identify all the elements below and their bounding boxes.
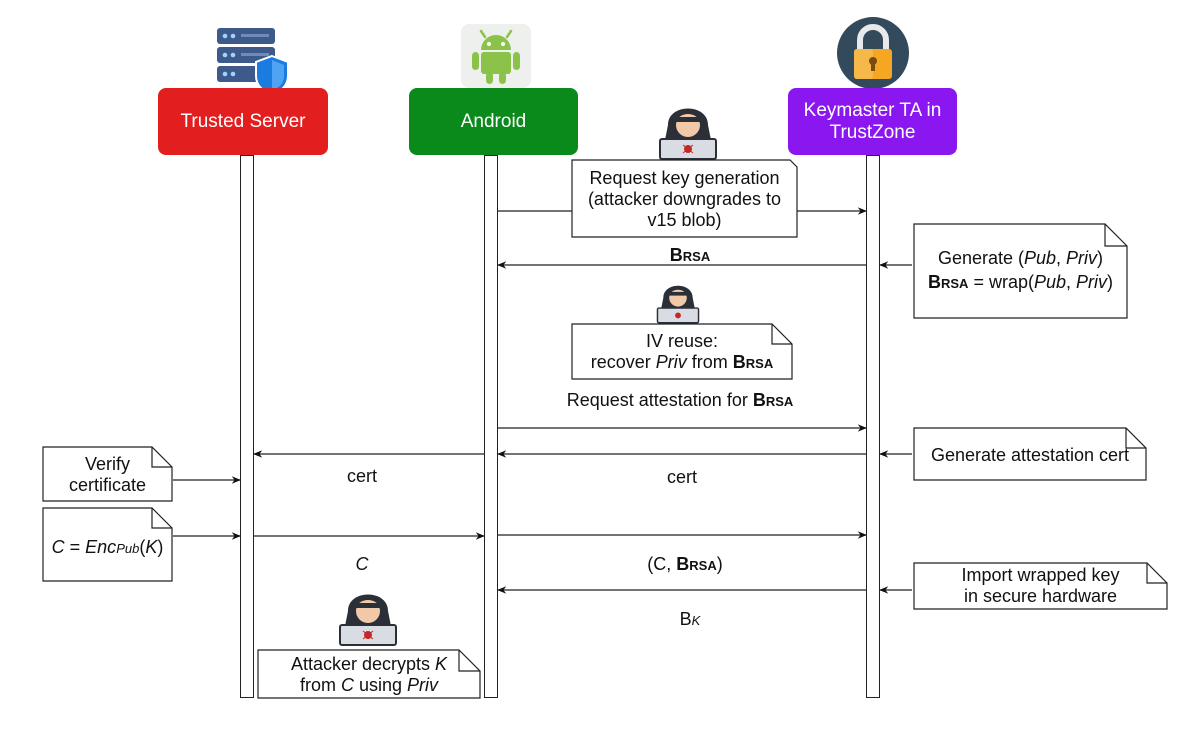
note-request-keygen-shape xyxy=(571,159,798,238)
note-decrypt-line1: Attacker decrypts K xyxy=(290,653,448,674)
note-gen-attest-shape xyxy=(913,427,1147,481)
android-robot-icon xyxy=(461,24,531,88)
actor-trusted-server-label: Trusted Server xyxy=(180,110,306,132)
note-generate-line2: BRSA = wrap(Pub, Priv) xyxy=(927,272,1114,292)
hooded-attacker-icon xyxy=(339,594,397,646)
note-gen-attest-text: Generate attestation cert xyxy=(930,444,1130,465)
note-import: Import wrapped key in secure hardware xyxy=(914,563,1167,609)
note-verify-line2: certificate xyxy=(68,475,147,495)
actor-keymaster-label-line2: TrustZone xyxy=(829,121,916,143)
note-request-keygen-line1: Request key generation xyxy=(589,167,780,188)
note-enc-shape xyxy=(42,507,173,582)
label-bk: BK xyxy=(679,609,701,629)
note-iv-reuse-line2: recover Priv from BRSA xyxy=(590,351,774,372)
actor-trusted-server: Trusted Server xyxy=(158,88,328,155)
actor-android: Android xyxy=(409,88,578,155)
label-brsa: BRSA xyxy=(669,245,711,265)
label-c: C xyxy=(355,554,369,574)
server-shield-icon xyxy=(217,28,289,96)
note-generate: Generate (Pub, Priv) BRSA = wrap(Pub, Pr… xyxy=(914,234,1127,308)
note-request-keygen: Request key generation (attacker downgra… xyxy=(572,162,797,236)
padlock-icon xyxy=(837,17,909,89)
label-request-attestation: Request attestation for BRSA xyxy=(566,390,794,410)
note-decrypt-shape xyxy=(257,649,481,699)
hooded-attacker-icon xyxy=(659,108,717,160)
note-iv-reuse: IV reuse: recover Priv from BRSA xyxy=(572,326,792,378)
actor-keymaster: Keymaster TA in TrustZone xyxy=(788,88,957,155)
keymaster-lifeline xyxy=(866,155,880,698)
note-decrypt-line2: from C using Priv xyxy=(299,674,439,695)
note-gen-attest: Generate attestation cert xyxy=(914,440,1146,470)
note-import-line1: Import wrapped key xyxy=(961,565,1120,585)
note-verify-shape xyxy=(42,446,173,502)
note-import-line2: in secure hardware xyxy=(963,586,1118,606)
note-verify-line1: Verify xyxy=(84,454,131,474)
note-generate-line1: Generate (Pub, Priv) xyxy=(937,248,1104,268)
note-enc-text: C = EncPub(K) xyxy=(51,537,164,557)
label-c-brsa: (C, BRSA) xyxy=(647,554,723,574)
server-lifeline xyxy=(240,155,254,698)
actor-keymaster-label-line1: Keymaster TA in xyxy=(803,99,942,121)
label-cert-right: cert xyxy=(666,467,697,487)
android-lifeline xyxy=(484,155,498,698)
note-request-keygen-line2: (attacker downgrades to xyxy=(587,188,782,209)
hooded-attacker-icon xyxy=(656,285,700,324)
note-verify: Verify certificate xyxy=(43,450,172,500)
actor-android-label: Android xyxy=(460,110,527,132)
note-enc: C = EncPub(K) xyxy=(43,528,172,568)
note-request-keygen-line3: v15 blob) xyxy=(647,209,722,230)
label-cert-left: cert xyxy=(346,466,377,486)
note-iv-reuse-shape xyxy=(571,323,793,380)
note-generate-shape xyxy=(913,223,1128,319)
note-iv-reuse-line1: IV reuse: xyxy=(645,330,719,351)
note-decrypt: Attacker decrypts K from C using Priv xyxy=(258,651,480,698)
note-import-shape xyxy=(913,562,1168,610)
